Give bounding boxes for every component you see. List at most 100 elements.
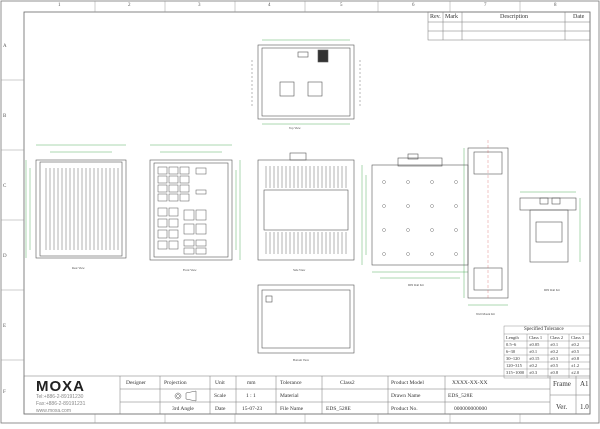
spec-cell: ±0.2 — [571, 342, 580, 347]
mark-header: Mark — [445, 14, 458, 20]
row-label: F — [3, 390, 6, 395]
product-model-label: Product Model — [391, 380, 424, 386]
spec-header: Class 1 — [529, 335, 543, 340]
frame-label: Frame — [553, 380, 571, 388]
din-rail-caption: DIN Rail Kit — [408, 283, 424, 287]
material-label: Material — [280, 393, 299, 399]
unit-value: mm — [247, 380, 256, 386]
din-rail-view — [371, 153, 469, 266]
rev-header: Rev. — [430, 14, 441, 20]
spec-cell: 315~1000 — [506, 370, 525, 375]
spec-cell: ±2.0 — [571, 370, 580, 375]
product-no-value: 000000000000 — [454, 406, 487, 412]
spec-header: Class 2 — [550, 335, 564, 340]
front-view — [149, 159, 233, 261]
side-view — [257, 152, 355, 261]
spec-cell: ±0.5 — [571, 349, 580, 354]
ver-value: 1.0 — [580, 403, 589, 411]
wall-mount-dims — [463, 148, 508, 306]
column-label: 7 — [484, 3, 487, 8]
column-label: 5 — [340, 3, 343, 8]
column-label: 4 — [268, 3, 271, 8]
revision-table — [427, 11, 591, 41]
spec-cell: ±0.8 — [571, 356, 580, 361]
bottom-view-caption: Bottom View — [293, 358, 310, 362]
web-text: www.moxa.com — [36, 408, 72, 414]
column-label: 3 — [198, 3, 201, 8]
row-label: C — [3, 184, 7, 189]
column-ticks — [1, 1, 521, 423]
din-rail-kit-caption: DIN Rail Kit — [544, 288, 560, 292]
product-model-value: XXXX-XX-XX — [452, 380, 488, 386]
frame-value: A1 — [580, 380, 589, 388]
rear-view-dims — [25, 144, 126, 258]
bottom-view — [257, 284, 355, 354]
row-label: E — [3, 324, 7, 329]
front-view-dims — [150, 144, 241, 260]
side-view-fins — [265, 166, 347, 254]
drawn-name-value: EDS_528E — [448, 393, 473, 399]
spec-cell: 0.5~6 — [506, 342, 517, 347]
designer-label: Designer — [126, 380, 146, 386]
wall-mount-view — [467, 140, 509, 300]
spec-cell: ±0.2 — [529, 363, 538, 368]
top-view-dims — [262, 39, 350, 125]
tel-text: Tel:+886-2-89191230 — [36, 394, 84, 400]
spec-header: Length — [506, 335, 519, 340]
spec-cell: 30~120 — [506, 356, 520, 361]
date-label: Date — [215, 406, 226, 412]
spec-table-lines — [503, 325, 591, 379]
din-rail-holes — [382, 180, 458, 256]
moxa-logo: MOXA — [36, 378, 85, 395]
spec-cell: ±0.1 — [550, 342, 559, 347]
spec-cell: 6~30 — [506, 349, 516, 354]
column-label: 6 — [412, 3, 415, 8]
fax-text: Fax:+886-2-89191231 — [36, 401, 86, 407]
spec-cell: ±0.2 — [550, 349, 559, 354]
filename-label: File Name — [280, 406, 304, 412]
tolerance-label: Tolerance — [280, 380, 302, 386]
projection-value: 3rd Angle — [172, 406, 194, 412]
title-block-lines — [23, 375, 591, 415]
din-rail-kit-dims — [520, 191, 581, 262]
row-label: A — [3, 44, 7, 49]
rear-view — [35, 159, 127, 259]
spec-cell: ±0.05 — [529, 342, 540, 347]
wall-mount-caption: Wall Mount Kit — [476, 312, 495, 316]
product-no-label: Product No. — [391, 406, 418, 412]
drawn-name-label: Drawn Name — [391, 393, 421, 399]
spec-table-title: Specified Tolerance — [524, 327, 564, 332]
ver-label: Ver. — [556, 403, 568, 411]
side-view-caption: Side View — [293, 268, 306, 272]
spec-cell: ±0.8 — [550, 370, 559, 375]
spec-cell: ±0.3 — [550, 356, 559, 361]
date-value: 15-07-23 — [242, 406, 263, 412]
front-view-caption: Front View — [183, 268, 197, 272]
filename-value: EDS_528E — [326, 406, 351, 412]
unit-label: Unit — [215, 380, 225, 386]
din-rail-kit — [519, 197, 577, 263]
description-header: Description — [500, 14, 528, 20]
column-label: 2 — [128, 3, 131, 8]
row-label: D — [3, 254, 7, 259]
scale-value: 1 : 1 — [246, 393, 256, 399]
spec-cell: ±0.15 — [529, 356, 540, 361]
row-label: B — [3, 114, 7, 119]
front-view-ports — [157, 166, 207, 255]
projection-label: Projection — [164, 380, 187, 386]
spec-cell: ±0.3 — [529, 370, 538, 375]
projection-symbol — [174, 390, 197, 402]
rear-view-fins — [45, 168, 119, 250]
din-rail-dims — [361, 165, 468, 279]
spec-cell: ±0.5 — [550, 363, 559, 368]
tolerance-value: Class2 — [340, 380, 355, 386]
spec-header: Class 3 — [571, 335, 585, 340]
scale-label: Scale — [214, 393, 226, 399]
column-label: 1 — [58, 3, 61, 8]
top-view — [251, 44, 361, 120]
column-label: 8 — [554, 3, 557, 8]
top-view-caption: Top View — [289, 126, 301, 130]
